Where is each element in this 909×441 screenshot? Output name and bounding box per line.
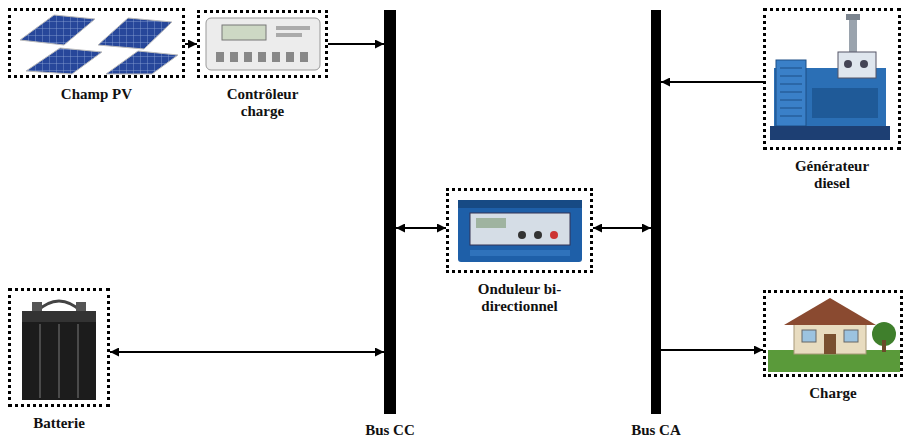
- power-flow-arrow: [396, 227, 446, 229]
- power-flow-arrow: [593, 227, 651, 229]
- controller-box: Contrôleur charge: [197, 10, 328, 121]
- battery: [22, 301, 96, 400]
- power-flow-arrow: [661, 81, 763, 83]
- inverter-box: Onduleur bi-directionnel: [446, 188, 593, 316]
- bus-bar: [384, 10, 396, 414]
- component-label: Batterie: [9, 415, 109, 432]
- dotted-outline: [8, 8, 185, 78]
- dotted-outline: [8, 288, 110, 407]
- bidirectional-inverter: [458, 200, 582, 262]
- pv-array-box: Champ PV: [8, 8, 185, 103]
- ac-bus: Bus CA: [651, 10, 661, 439]
- power-flow-arrow: [185, 43, 197, 45]
- bus-bar: [651, 10, 661, 414]
- component-label: Générateur diesel: [777, 158, 887, 193]
- dc-bus: Bus CC: [384, 10, 396, 439]
- component-label: Onduleur bi-directionnel: [455, 281, 585, 316]
- generator-box: Générateur diesel: [763, 8, 901, 193]
- component-label: Charge: [783, 385, 883, 402]
- dotted-outline: [446, 188, 593, 273]
- dotted-outline: [763, 290, 903, 377]
- power-flow-arrow: [661, 349, 763, 351]
- charge-controller: [206, 18, 320, 70]
- load-box: Charge: [763, 290, 903, 402]
- diesel-generator: [770, 14, 890, 140]
- battery-box: Batterie: [8, 288, 110, 432]
- component-label: Contrôleur charge: [213, 86, 313, 121]
- component-label: Champ PV: [37, 86, 157, 103]
- power-flow-arrow: [328, 43, 384, 45]
- dotted-outline: [197, 10, 328, 78]
- house: [768, 298, 900, 372]
- component-label: Bus CC: [350, 422, 430, 439]
- component-label: Bus CA: [616, 422, 696, 439]
- power-flow-arrow: [110, 351, 384, 353]
- dotted-outline: [763, 8, 901, 150]
- solar-panels: [20, 15, 178, 74]
